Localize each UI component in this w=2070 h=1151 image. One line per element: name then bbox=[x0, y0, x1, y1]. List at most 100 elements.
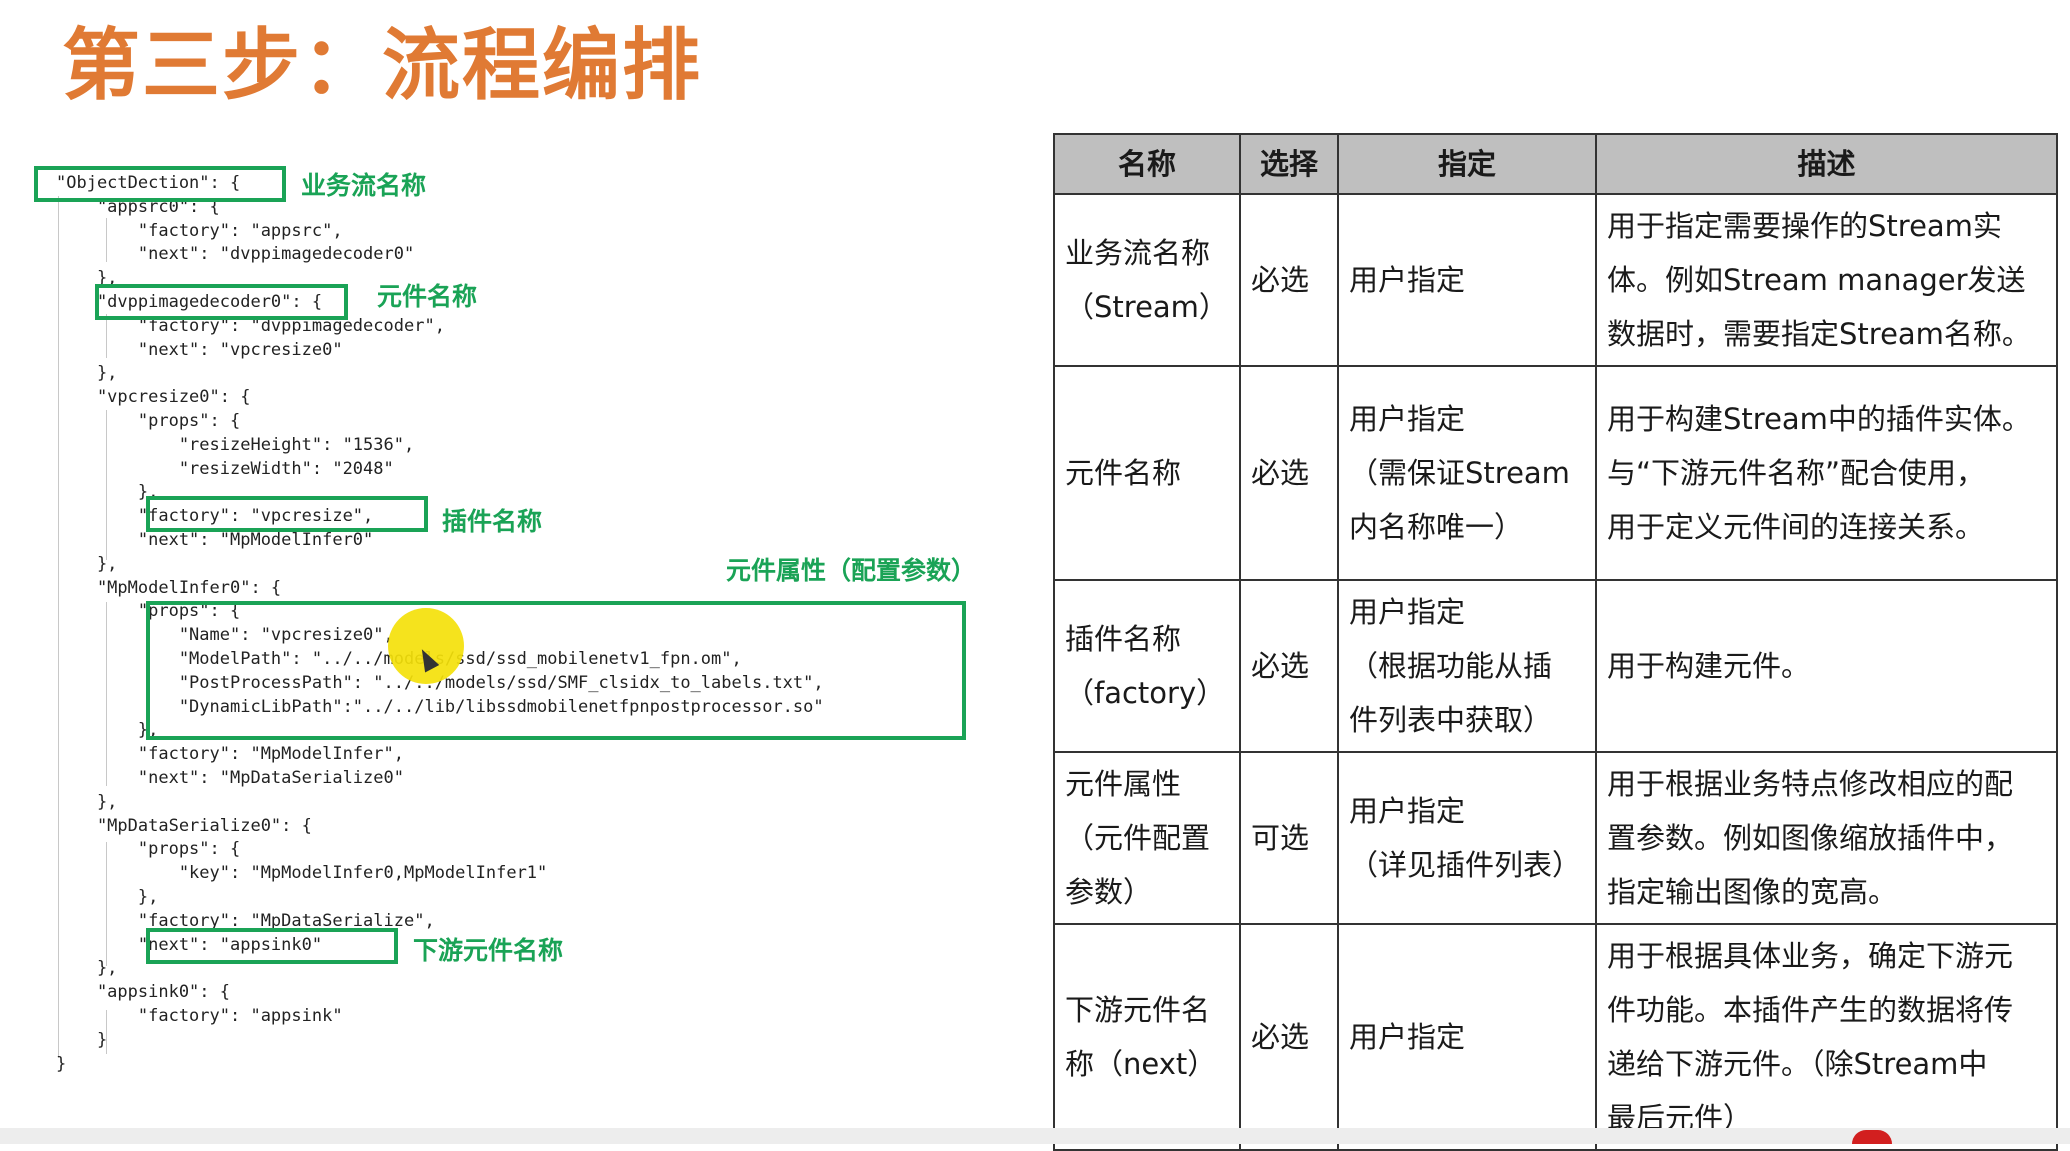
code-line: "appsink0": { bbox=[56, 982, 230, 1003]
cell-desc-line: 数据时，需要指定Stream名称。 bbox=[1607, 317, 2031, 351]
table-row: 业务流名称（Stream）必选用户指定用于指定需要操作的Stream实体。例如S… bbox=[1053, 193, 2058, 367]
label-stream-name: 业务流名称 bbox=[301, 171, 427, 200]
highlight-box-next bbox=[146, 928, 398, 964]
header-spec: 指定 bbox=[1337, 133, 1597, 195]
code-panel: "ObjectDection": { "appsrc0": { "factory… bbox=[0, 0, 1040, 1144]
cell-spec: 用户指定 bbox=[1337, 923, 1597, 1151]
cell-spec-line: 用户指定 bbox=[1349, 794, 1466, 828]
highlight-box-element bbox=[95, 284, 348, 320]
bottom-bar bbox=[0, 1128, 2070, 1144]
indent-guide bbox=[106, 842, 107, 966]
cell-choice: 可选 bbox=[1239, 751, 1339, 925]
table-row: 插件名称（factory）必选用户指定（根据功能从插件列表中获取）用于构建元件。 bbox=[1053, 579, 2058, 753]
cell-desc-line: 体。例如Stream manager发送 bbox=[1607, 263, 2026, 297]
cell-name-line: 元件属性 bbox=[1065, 767, 1182, 801]
cell-name: 下游元件名称（next） bbox=[1053, 923, 1241, 1151]
code-line: "MpModelInfer0": { bbox=[56, 577, 282, 598]
cell-desc-line: 用于根据具体业务，确定下游元 bbox=[1607, 939, 2014, 973]
cell-name-line: 插件名称 bbox=[1065, 622, 1182, 656]
label-plugin-name: 插件名称 bbox=[442, 507, 543, 536]
code-line: "factory": "vpcresize", bbox=[56, 506, 374, 527]
indent-guide bbox=[106, 218, 107, 262]
cell-desc-line: 件功能。本插件产生的数据将传 bbox=[1607, 993, 2014, 1027]
cell-spec-line: 用户指定 bbox=[1349, 402, 1466, 436]
code-line: }, bbox=[56, 958, 118, 979]
code-line: "factory": "appsrc", bbox=[56, 220, 343, 241]
label-downstream-name: 下游元件名称 bbox=[413, 936, 564, 965]
cell-name-line: 下游元件名 bbox=[1065, 993, 1211, 1027]
cell-spec-line: （详见插件列表） bbox=[1349, 848, 1582, 882]
cell-name-line: 参数） bbox=[1065, 875, 1153, 909]
table-body: 业务流名称（Stream）必选用户指定用于指定需要操作的Stream实体。例如S… bbox=[1053, 193, 2058, 1151]
cell-spec-line: 用户指定 bbox=[1349, 263, 1466, 297]
cell-name: 元件属性（元件配置参数） bbox=[1053, 751, 1241, 925]
code-line: "props": { bbox=[56, 839, 241, 860]
code-line: "next": "MpDataSerialize0" bbox=[56, 768, 404, 788]
indent-guide bbox=[58, 196, 59, 1058]
code-line: }, bbox=[56, 791, 118, 812]
cell-desc-line: 用于根据业务特点修改相应的配 bbox=[1607, 767, 2014, 801]
cell-spec: 用户指定 （详见插件列表） bbox=[1337, 751, 1597, 925]
code-line: "resizeHeight": "1536", bbox=[56, 434, 415, 455]
code-line: "PostProcessPath": "../../models/ssd/SMF… bbox=[56, 672, 824, 693]
code-line: "next": "vpcresize0" bbox=[56, 339, 343, 360]
cell-choice: 必选 bbox=[1239, 579, 1339, 753]
cell-desc-line: 与“下游元件名称”配合使用， bbox=[1607, 456, 1986, 490]
cell-name: 元件名称 bbox=[1053, 365, 1241, 581]
cell-desc-line: 用于定义元件间的连接关系。 bbox=[1607, 510, 1985, 544]
cell-name-line: （factory） bbox=[1065, 676, 1226, 710]
code-line: "MpDataSerialize0": { bbox=[56, 815, 312, 836]
code-line: "next": "dvppimagedecoder0" bbox=[56, 244, 415, 265]
code-line: "next": "appsink0" bbox=[56, 934, 323, 955]
code-line: "props": { bbox=[56, 411, 241, 431]
code-line: "props": { bbox=[56, 601, 241, 622]
cell-choice: 必选 bbox=[1239, 923, 1339, 1151]
code-line: "factory": "MpModelInfer", bbox=[56, 744, 404, 765]
indent-guide bbox=[106, 602, 107, 786]
header-desc: 描述 bbox=[1595, 133, 2058, 195]
label-element-props: 元件属性（配置参数） bbox=[726, 556, 977, 585]
indent-guide bbox=[106, 1010, 107, 1054]
code-line: "DynamicLibPath":"../../lib/libssdmobile… bbox=[56, 696, 824, 717]
cell-desc: 用于根据具体业务，确定下游元件功能。本插件产生的数据将传递给下游元件。（除Str… bbox=[1595, 923, 2058, 1151]
code-line: "key": "MpModelInfer0,MpModelInfer1" bbox=[56, 863, 548, 884]
cell-spec-line: 用户指定 bbox=[1349, 595, 1466, 629]
cell-choice-line: 必选 bbox=[1251, 263, 1310, 297]
table-row: 元件属性（元件配置参数） 可选 用户指定 （详见插件列表） 用于根据业务特点修改相应的配… bbox=[1053, 751, 2058, 925]
code-line: }, bbox=[56, 720, 159, 741]
cell-desc: 用于构建元件。 bbox=[1595, 579, 2058, 753]
highlight-box-props bbox=[146, 601, 966, 740]
highlight-box-plugin bbox=[146, 496, 428, 532]
highlight-box-stream bbox=[34, 166, 286, 202]
header-choice: 选择 bbox=[1239, 133, 1339, 195]
code-line: } bbox=[56, 1053, 67, 1074]
cell-name-line: 业务流名称 bbox=[1065, 236, 1211, 270]
cell-choice: 必选 bbox=[1239, 365, 1339, 581]
code-line: }, bbox=[56, 268, 118, 289]
cell-choice-line: 必选 bbox=[1251, 456, 1310, 490]
cell-spec-line: 用户指定 bbox=[1349, 1020, 1466, 1054]
cell-desc-line: 用于构建元件。 bbox=[1607, 649, 1811, 683]
cell-choice: 必选 bbox=[1239, 193, 1339, 367]
cursor-highlight bbox=[388, 608, 464, 684]
cell-choice-line: 可选 bbox=[1251, 821, 1310, 855]
label-element-name: 元件名称 bbox=[377, 282, 478, 311]
code-line: "Name": "vpcresize0", bbox=[56, 625, 394, 646]
cell-desc: 用于指定需要操作的Stream实体。例如Stream manager发送数据时，… bbox=[1595, 193, 2058, 367]
code-line: "dvppimagedecoder0": { bbox=[56, 292, 323, 312]
code-line: } bbox=[56, 1029, 108, 1050]
indent-guide bbox=[106, 314, 107, 358]
code-line: }, bbox=[56, 887, 159, 907]
cell-desc-line: 用于构建Stream中的插件实体。 bbox=[1607, 402, 2031, 436]
indent-guide bbox=[106, 410, 107, 560]
spec-table: 名称 选择 指定 描述 业务流名称（Stream）必选用户指定用于指定需要操作的… bbox=[1053, 133, 2058, 1151]
cell-desc-line: 递给下游元件。（除Stream中 bbox=[1607, 1047, 1988, 1081]
table-row: 下游元件名称（next）必选用户指定 用于根据具体业务，确定下游元件功能。本插件产… bbox=[1053, 923, 2058, 1151]
code-line: "vpcresize0": { bbox=[56, 387, 251, 408]
code-line: }, bbox=[56, 363, 118, 384]
code-line: "resizeWidth": "2048" bbox=[56, 458, 394, 479]
header-name: 名称 bbox=[1053, 133, 1241, 195]
cell-spec-line: 内名称唯一） bbox=[1349, 510, 1524, 544]
